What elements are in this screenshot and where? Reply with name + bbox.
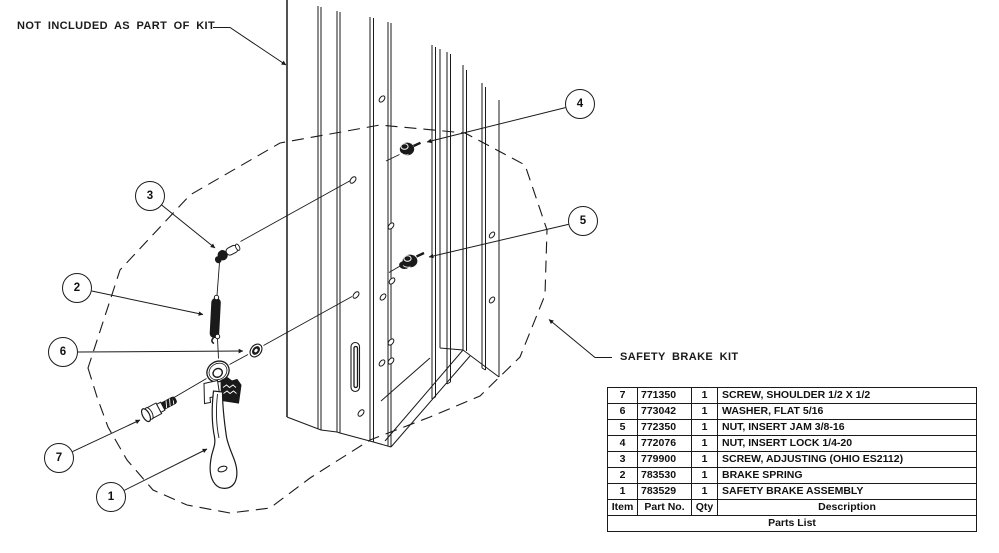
brake-eyelet [206, 360, 230, 383]
cell-qty: 1 [691, 435, 718, 452]
callout-6: 6 [48, 337, 78, 367]
insert-jam-nut [399, 251, 425, 269]
cell-description: NUT, INSERT LOCK 1/4-20 [717, 435, 977, 452]
shoulder-screw [140, 396, 177, 423]
leader-callout-2 [91, 290, 204, 316]
parts-table-title-row: Parts List [607, 515, 977, 532]
brake-spring [209, 294, 221, 345]
leader-callout-4 [426, 107, 566, 144]
leader-safety-brake-kit [548, 319, 612, 358]
callout-3: 3 [135, 181, 165, 211]
rail-holes [349, 95, 496, 417]
brake-cam-serrated [220, 376, 242, 404]
cell-qty: 1 [691, 483, 718, 500]
brake-lever [209, 390, 238, 489]
cell-part-no: 771350 [637, 387, 692, 404]
leader-callout-7 [72, 419, 141, 453]
cell-qty: 1 [691, 387, 718, 404]
safety-brake-kit-label: SAFETY BRAKE KIT [620, 351, 739, 363]
callout-2: 2 [62, 273, 92, 303]
cell-part-no: 773042 [637, 403, 692, 420]
cell-qty: 1 [691, 419, 718, 436]
cell-description: WASHER, FLAT 5/16 [717, 403, 977, 420]
col-header-part-no: Part No. [637, 499, 692, 516]
cell-qty: 1 [691, 403, 718, 420]
cell-qty: 1 [691, 451, 718, 468]
col-header-description: Description [717, 499, 977, 516]
cell-description: SCREW, SHOULDER 1/2 X 1/2 [717, 387, 977, 404]
leader-callout-3 [160, 204, 216, 249]
leader-callout-1 [124, 448, 208, 491]
lever-slot [217, 465, 228, 473]
callout-5: 5 [568, 206, 598, 236]
adjusting-screw [214, 243, 241, 264]
not-included-label: NOT INCLUDED AS PART OF KIT [17, 20, 216, 32]
assembly-axis-lines [162, 154, 402, 405]
cell-description: BRAKE SPRING [717, 467, 977, 484]
cell-item: 5 [607, 419, 638, 436]
insert-lock-nut [399, 141, 421, 156]
leader-not-included [213, 27, 287, 66]
cell-item: 4 [607, 435, 638, 452]
leader-callout-5 [428, 223, 569, 259]
flat-washer [249, 343, 263, 358]
cell-item: 2 [607, 467, 638, 484]
cell-item: 7 [607, 387, 638, 404]
col-header-item: Item [607, 499, 638, 516]
rail-slot [350, 341, 361, 393]
cell-item: 3 [607, 451, 638, 468]
cell-qty: 1 [691, 467, 718, 484]
callout-7: 7 [44, 443, 74, 473]
cell-part-no: 772076 [637, 435, 692, 452]
parts-list-title: Parts List [607, 515, 977, 532]
parts-table-header-row: Item Part No. Qty Description [607, 499, 977, 516]
callout-4: 4 [565, 89, 595, 119]
leader-lines [72, 27, 612, 491]
cell-description: NUT, INSERT JAM 3/8-16 [717, 419, 977, 436]
kit-boundary-dashed-ellipse [87, 124, 548, 514]
col-header-qty: Qty [691, 499, 718, 516]
cell-part-no: 779900 [637, 451, 692, 468]
cell-part-no: 783530 [637, 467, 692, 484]
callout-1: 1 [96, 482, 126, 512]
cell-description: SAFETY BRAKE ASSEMBLY [717, 483, 977, 500]
leader-callout-6 [77, 348, 244, 354]
cell-item: 6 [607, 403, 638, 420]
cell-description: SCREW, ADJUSTING (OHIO ES2112) [717, 451, 977, 468]
cell-item: 1 [607, 483, 638, 500]
cell-part-no: 783529 [637, 483, 692, 500]
brake-assembly [203, 360, 242, 489]
cell-part-no: 772350 [637, 419, 692, 436]
rail-track [286, 0, 500, 448]
